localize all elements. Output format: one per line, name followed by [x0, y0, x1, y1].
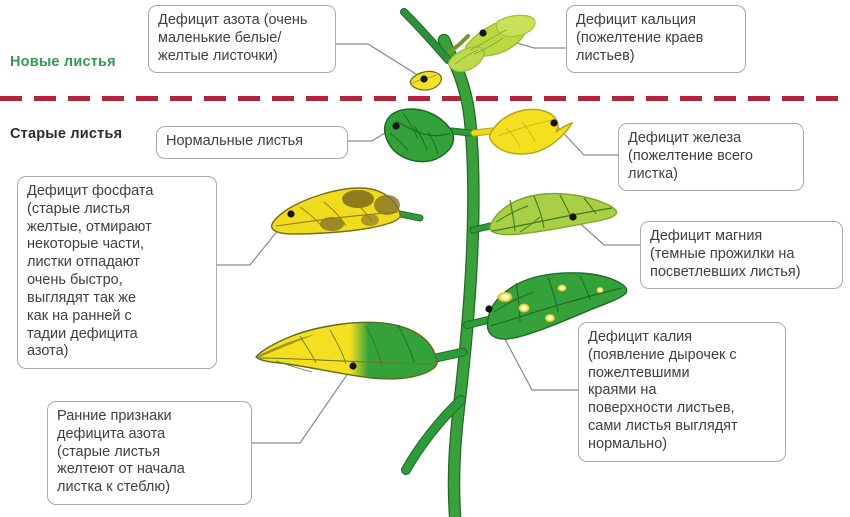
anchor-dot-normal: [392, 122, 400, 130]
anchor-dot-magnesium: [569, 213, 577, 221]
section-label-new-leaves: Новые листья: [10, 54, 116, 70]
callout-phosphate-deficiency[interactable]: Дефицит фосфата (старые листья желтые, о…: [17, 176, 217, 370]
callout-early-nitrogen-deficiency[interactable]: Ранние признаки дефицита азота (старые л…: [47, 401, 252, 506]
anchor-dot-early-nitrogen: [349, 362, 357, 370]
leaf-normal: [384, 108, 455, 163]
callout-normal-leaves[interactable]: Нормальные листья: [156, 126, 348, 159]
leaf-early-nitrogen: [255, 321, 439, 380]
plant-stem: [396, 8, 496, 517]
leaf-iron: [488, 108, 574, 155]
leaf-magnesium: [489, 192, 618, 236]
callout-nitrogen-deficiency-top[interactable]: Дефицит азота (очень маленькие белые/ же…: [148, 5, 336, 74]
leaf-calcium: [448, 14, 536, 73]
anchor-dot-potassium: [485, 305, 493, 313]
anchor-dot-iron: [550, 119, 558, 127]
anchor-dot-nitrogen-top: [420, 75, 428, 83]
callout-magnesium-deficiency[interactable]: Дефицит магния (темные прожилки на посве…: [640, 221, 843, 290]
new-old-divider: [0, 96, 850, 101]
callout-iron-deficiency[interactable]: Дефицит железа (пожелтение всего листка): [618, 123, 804, 192]
anchor-dot-calcium: [479, 29, 487, 37]
leaf-nitrogen-tiny: [409, 70, 442, 91]
anchor-dot-phosphate: [287, 210, 295, 218]
callout-potassium-deficiency[interactable]: Дефицит калия (появление дырочек с пожел…: [578, 322, 786, 462]
leaf-phosphate: [270, 187, 401, 235]
callout-calcium-deficiency[interactable]: Дефицит кальция (пожелтение краев листье…: [566, 5, 746, 74]
section-label-old-leaves: Старые листья: [10, 126, 123, 142]
